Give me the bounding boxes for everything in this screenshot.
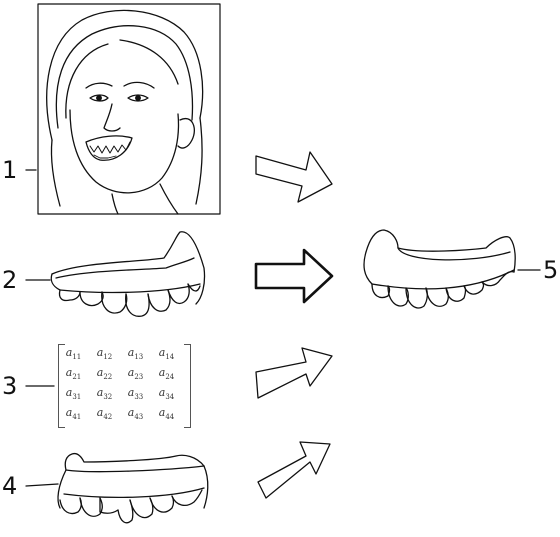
label-3: 3 bbox=[2, 372, 18, 400]
matrix-cell: a42 bbox=[96, 406, 113, 422]
matrix-cell: a31 bbox=[65, 386, 82, 402]
arrow-face-to-result bbox=[255, 151, 333, 203]
arrow-lower-to-result bbox=[257, 441, 331, 499]
matrix-left-bracket bbox=[58, 344, 65, 428]
face-sketch bbox=[37, 3, 221, 215]
matrix-cell: a14 bbox=[158, 346, 175, 362]
matrix-cell: a11 bbox=[65, 346, 82, 362]
matrix-row: a21 a22 a23 a24 bbox=[58, 364, 190, 384]
matrix-cell: a44 bbox=[158, 406, 175, 422]
matrix-cell: a12 bbox=[96, 346, 113, 362]
matrix-row: a11 a12 a13 a14 bbox=[58, 344, 190, 364]
upper-arch-sketch bbox=[50, 231, 206, 317]
matrix-cell: a43 bbox=[127, 406, 144, 422]
arrow-matrix-to-result bbox=[255, 347, 333, 399]
matrix-cell: a34 bbox=[158, 386, 175, 402]
lower-arch-sketch bbox=[57, 452, 209, 524]
matrix-cell: a24 bbox=[158, 366, 175, 382]
matrix-cell: a21 bbox=[65, 366, 82, 382]
result-arch-sketch bbox=[363, 229, 516, 309]
matrix-cell: a32 bbox=[96, 386, 113, 402]
lower-arch-connector bbox=[25, 483, 59, 487]
label-1: 1 bbox=[2, 156, 18, 184]
matrix-right-bracket bbox=[184, 344, 191, 428]
arrow-upper-to-result bbox=[254, 248, 334, 304]
label-2: 2 bbox=[2, 266, 18, 294]
matrix-cell: a13 bbox=[127, 346, 144, 362]
matrix-row: a31 a32 a33 a34 bbox=[58, 384, 190, 404]
matrix-cell: a23 bbox=[127, 366, 144, 382]
matrix-row: a41 a42 a43 a44 bbox=[58, 404, 190, 424]
label-5: 5 bbox=[543, 256, 559, 284]
matrix-cell: a33 bbox=[127, 386, 144, 402]
matrix-cell: a41 bbox=[65, 406, 82, 422]
label-4: 4 bbox=[2, 472, 18, 500]
matrix-cell: a22 bbox=[96, 366, 113, 382]
